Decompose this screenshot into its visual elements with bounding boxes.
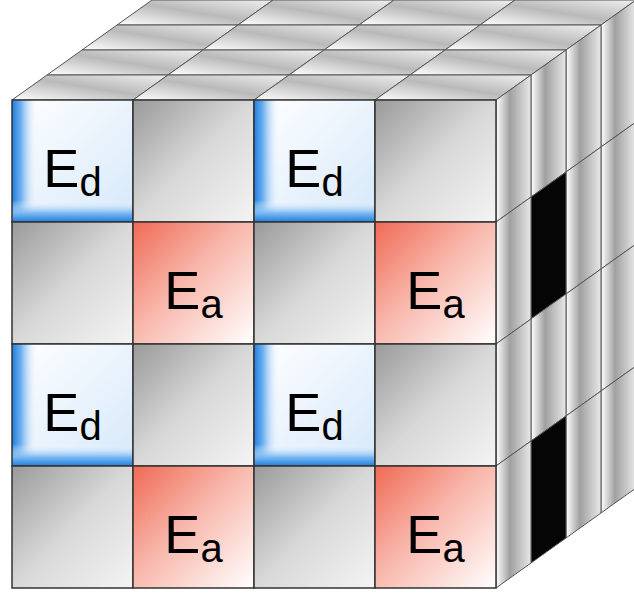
donor-shade [254, 200, 375, 222]
acceptor-cell [133, 466, 254, 588]
energy-subscript: d [321, 162, 343, 202]
cell-edge [375, 466, 496, 588]
cell-edge [12, 466, 133, 588]
side-face [496, 319, 531, 466]
cell-edge [254, 466, 375, 588]
cell-edge [254, 222, 375, 344]
side-face [601, 244, 634, 391]
energy-symbol: E [406, 507, 442, 561]
labeled-cube: Ed [254, 344, 375, 466]
donor-shade [254, 444, 375, 466]
cell-edge [254, 344, 375, 466]
energy-subscript: a [442, 528, 464, 568]
energy-symbol: E [164, 507, 200, 561]
energy-subscript: d [321, 406, 343, 446]
donor-shade [12, 200, 133, 222]
donor-cell [12, 344, 133, 466]
side-face [531, 172, 566, 319]
gray-cell [254, 222, 375, 344]
cell-edge [12, 344, 133, 466]
side-face [601, 0, 634, 147]
side-face [496, 197, 531, 344]
labeled-cube: Ea [375, 222, 496, 344]
gray-cell [133, 344, 254, 466]
side-face [531, 294, 566, 441]
labeled-cube: Ea [375, 466, 496, 588]
cell-edge [133, 344, 254, 466]
side-face [496, 75, 531, 222]
labeled-cube: Ed [12, 344, 133, 466]
energy-symbol: E [406, 263, 442, 317]
cell-edge [133, 100, 254, 222]
side-face [531, 416, 566, 563]
energy-symbol: E [285, 385, 321, 439]
donor-cell [12, 100, 133, 222]
acceptor-cell [133, 222, 254, 344]
gray-cell [133, 100, 254, 222]
acceptor-cell [375, 466, 496, 588]
side-face [566, 25, 601, 172]
acceptor-cell [375, 222, 496, 344]
cell-edge [12, 100, 133, 222]
energy-subscript: a [442, 284, 464, 324]
energy-symbol: E [43, 141, 79, 195]
gray-cell [12, 222, 133, 344]
labeled-cube: Ed [12, 100, 133, 222]
side-face [496, 441, 531, 588]
energy-subscript: a [200, 528, 222, 568]
side-face [566, 391, 601, 538]
donor-cell [254, 100, 375, 222]
donor-shade [12, 444, 133, 466]
labeled-cube: Ea [133, 222, 254, 344]
energy-symbol: E [43, 385, 79, 439]
energy-symbol: E [285, 141, 321, 195]
cell-edge [12, 222, 133, 344]
donor-cell [254, 344, 375, 466]
cell-edge [133, 222, 254, 344]
side-face [601, 366, 634, 513]
cell-edge [254, 100, 375, 222]
energy-subscript: d [79, 406, 101, 446]
energy-subscript: d [79, 162, 101, 202]
energy-symbol: E [164, 263, 200, 317]
labeled-cube: Ed [254, 100, 375, 222]
cell-edge [375, 222, 496, 344]
cell-edge [375, 100, 496, 222]
gray-cell [12, 466, 133, 588]
cell-edge [133, 466, 254, 588]
gray-cell [375, 100, 496, 222]
side-face [566, 269, 601, 416]
cell-edge [375, 344, 496, 466]
gray-cell [254, 466, 375, 588]
labeled-cube: Ea [133, 466, 254, 588]
side-face [531, 50, 566, 197]
energy-subscript: a [200, 284, 222, 324]
side-face [566, 147, 601, 294]
side-face [601, 122, 634, 269]
gray-cell [375, 344, 496, 466]
